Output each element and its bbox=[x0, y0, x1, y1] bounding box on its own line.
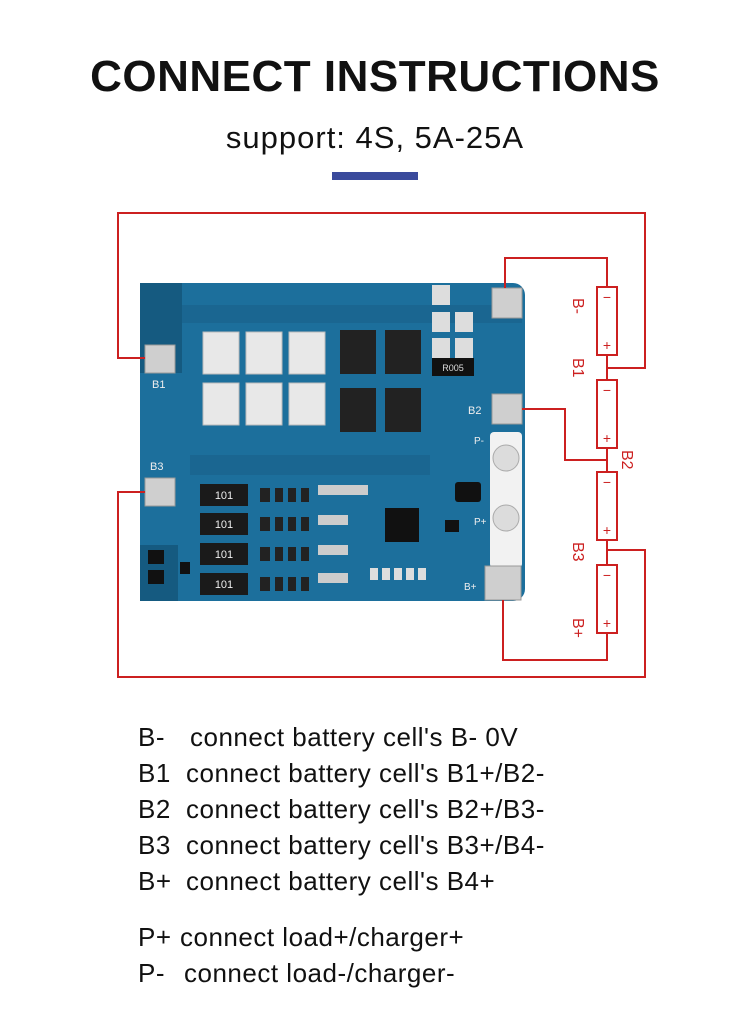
shunt-rs4 bbox=[432, 338, 450, 358]
power-mosfets bbox=[340, 330, 421, 432]
pad-b-plus bbox=[484, 565, 522, 601]
shunt-resistors: R005 bbox=[432, 285, 474, 376]
wire-b1 bbox=[117, 212, 646, 369]
shunt-rs3 bbox=[432, 312, 450, 332]
shunt-label: R005 bbox=[442, 363, 464, 373]
wire-b2 bbox=[522, 408, 607, 461]
instruction-row-b-plus: B+ connect battery cell's B4+ bbox=[138, 866, 495, 897]
wire-b-minus bbox=[504, 257, 608, 288]
p-plus-hole bbox=[492, 504, 520, 532]
cell-plus: + bbox=[603, 522, 611, 538]
battery-label-b1: B1 bbox=[569, 358, 586, 378]
instruction-label: B+ bbox=[138, 866, 172, 896]
instruction-label: B2 bbox=[138, 794, 171, 824]
cell-minus: − bbox=[603, 289, 611, 305]
cell-plus: + bbox=[603, 337, 611, 353]
battery-cell-1: − + bbox=[596, 286, 618, 356]
pad-b2 bbox=[491, 393, 523, 425]
resistor-label: 101 bbox=[215, 549, 233, 561]
instruction-row-b2: B2 connect battery cell's B2+/B3- bbox=[138, 794, 545, 825]
pad-b1 bbox=[144, 344, 176, 374]
mosfet bbox=[202, 382, 240, 426]
battery-label-b2: B2 bbox=[618, 450, 635, 470]
instruction-label: B1 bbox=[138, 758, 171, 788]
shunt-r005 bbox=[432, 358, 474, 376]
output-label: P- bbox=[138, 958, 165, 988]
pcb-trace-mid bbox=[190, 455, 430, 475]
wiring-diagram: R005 101 101 101 101 bbox=[117, 212, 646, 678]
page-subtitle: support: 4S, 5A-25A bbox=[225, 120, 525, 155]
output-row-p-minus: P-connect load-/charger- bbox=[138, 958, 455, 989]
shunt-rs5 bbox=[455, 338, 473, 358]
resistor-101 bbox=[200, 513, 248, 535]
instruction-text: connect battery cell's B1+/B2- bbox=[186, 758, 545, 788]
mosfet bbox=[245, 331, 283, 375]
battery-label-b-plus: B+ bbox=[569, 618, 586, 638]
pad-label-b-plus: B+ bbox=[464, 582, 477, 593]
wire-b3 bbox=[117, 491, 646, 678]
mosfet bbox=[245, 382, 283, 426]
output-text: connect load+/charger+ bbox=[180, 922, 465, 952]
cell-minus: − bbox=[603, 382, 611, 398]
instruction-label: B- bbox=[138, 722, 165, 752]
pad-label-b3: B3 bbox=[150, 461, 163, 473]
control-ic bbox=[385, 508, 419, 542]
resistor-101 bbox=[200, 543, 248, 565]
shunt-rs1 bbox=[432, 285, 450, 305]
resistor-label: 101 bbox=[215, 490, 233, 502]
pcb-board: R005 101 101 101 101 bbox=[140, 283, 525, 601]
cell-plus: + bbox=[603, 615, 611, 631]
instruction-text: connect battery cell's B3+/B4- bbox=[186, 830, 545, 860]
wires bbox=[117, 212, 646, 678]
battery-pack: − + − + − + − + B- B1 B2 B3 B+ bbox=[569, 286, 635, 638]
instruction-text: connect battery cell's B- 0V bbox=[190, 722, 519, 752]
output-text: connect load-/charger- bbox=[184, 958, 456, 988]
pad-label-p-minus: P- bbox=[474, 436, 484, 447]
power-mosfet bbox=[340, 330, 376, 374]
resistor-101 bbox=[200, 484, 248, 506]
pad-label-b2: B2 bbox=[468, 405, 481, 417]
resistor-column: 101 101 101 101 bbox=[200, 484, 248, 595]
output-label: P+ bbox=[138, 922, 172, 952]
instruction-row-b1: B1 connect battery cell's B1+/B2- bbox=[138, 758, 545, 789]
page-title: CONNECT INSTRUCTIONS bbox=[90, 52, 660, 101]
p-minus-hole bbox=[492, 444, 520, 472]
power-mosfet bbox=[385, 388, 421, 432]
cell-plus: + bbox=[603, 430, 611, 446]
instruction-text: connect battery cell's B2+/B3- bbox=[186, 794, 545, 824]
mosfet-grid bbox=[202, 331, 326, 426]
instruction-text: connect battery cell's B4+ bbox=[186, 866, 496, 896]
mosfet bbox=[288, 382, 326, 426]
battery-label-b3: B3 bbox=[569, 542, 586, 562]
battery-cell-2: − + bbox=[596, 379, 618, 449]
accent-divider bbox=[332, 172, 418, 180]
instruction-label: B3 bbox=[138, 830, 171, 860]
pad-label-b1: B1 bbox=[152, 379, 165, 391]
power-mosfet bbox=[340, 388, 376, 432]
pad-label-p-plus: P+ bbox=[474, 517, 487, 528]
mosfet bbox=[288, 331, 326, 375]
smd-components bbox=[148, 482, 481, 591]
pad-b-minus bbox=[491, 287, 523, 319]
output-row-p-plus: P+ connect load+/charger+ bbox=[138, 922, 464, 953]
resistor-label: 101 bbox=[215, 519, 233, 531]
mosfet bbox=[202, 331, 240, 375]
resistor-101 bbox=[200, 573, 248, 595]
battery-cell-3: − + bbox=[596, 471, 618, 541]
battery-cell-4: − + bbox=[596, 564, 618, 634]
pad-b3 bbox=[144, 477, 176, 507]
instruction-row-b-minus: B-connect battery cell's B- 0V bbox=[138, 722, 518, 753]
power-mosfet bbox=[385, 330, 421, 374]
cell-minus: − bbox=[603, 567, 611, 583]
wire-b-plus bbox=[502, 600, 608, 661]
battery-label-b-minus: B- bbox=[569, 298, 586, 314]
shunt-rs2 bbox=[455, 312, 473, 332]
resistor-label: 101 bbox=[215, 579, 233, 591]
instruction-row-b3: B3 connect battery cell's B3+/B4- bbox=[138, 830, 545, 861]
cell-minus: − bbox=[603, 474, 611, 490]
